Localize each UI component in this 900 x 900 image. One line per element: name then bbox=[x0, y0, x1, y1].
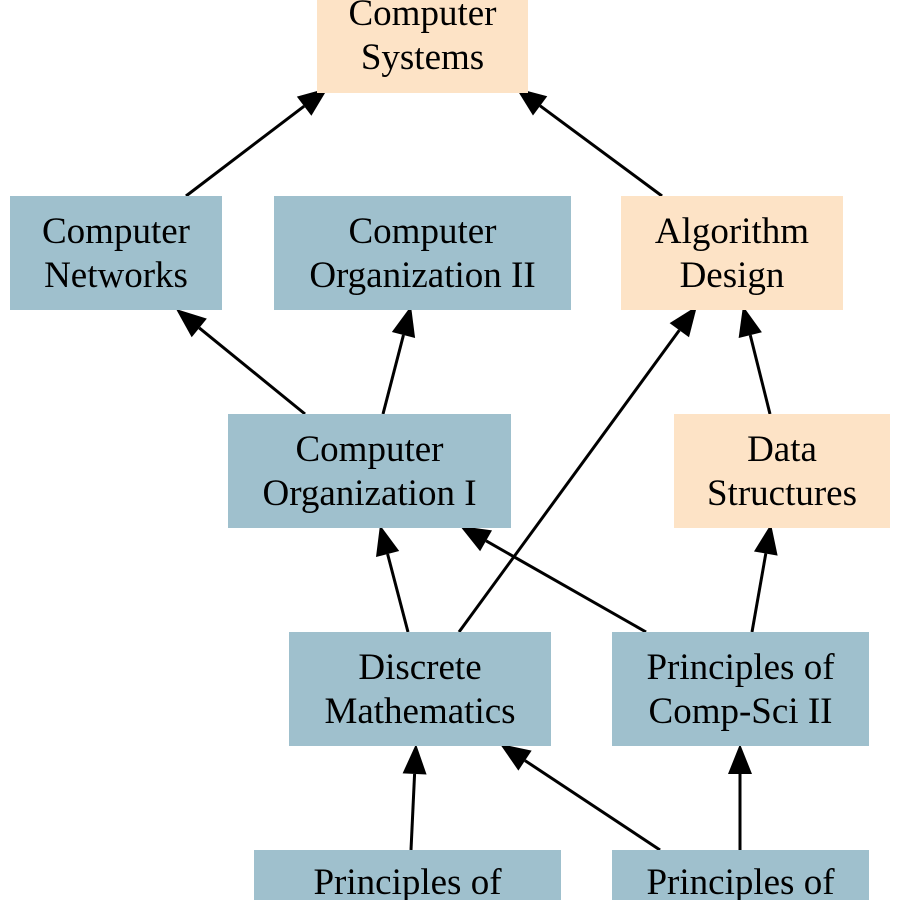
edge-line bbox=[185, 104, 306, 198]
node-label-line: Principles of bbox=[646, 647, 835, 688]
arrowhead-icon bbox=[402, 744, 427, 775]
node-label-line: Structures bbox=[707, 473, 857, 514]
node-label-line: Organization II bbox=[309, 255, 535, 296]
edge-line bbox=[539, 104, 663, 198]
node-box bbox=[10, 196, 222, 310]
node-label-line: Computer bbox=[349, 0, 497, 34]
arrowhead-icon bbox=[176, 309, 207, 338]
node-label-line: Mathematics bbox=[324, 691, 515, 732]
node-label-line: Principles of bbox=[646, 862, 835, 900]
node-label-line: Algorithm bbox=[655, 211, 809, 252]
node-box bbox=[612, 632, 869, 746]
edge-line bbox=[750, 553, 768, 633]
edge-line bbox=[485, 539, 647, 634]
edges-layer bbox=[176, 88, 778, 852]
edge-computer-organization-i-to-computer-organization-ii bbox=[381, 306, 416, 415]
node-box bbox=[228, 414, 511, 528]
arrowhead-icon bbox=[500, 744, 532, 771]
arrowhead-icon bbox=[738, 306, 762, 339]
arrowhead-icon bbox=[669, 306, 697, 338]
node-box bbox=[612, 850, 869, 900]
edge-line bbox=[198, 326, 306, 416]
edge-computer-organization-i-to-computer-networks bbox=[176, 309, 306, 416]
arrowhead-icon bbox=[728, 744, 752, 774]
node-box bbox=[674, 414, 890, 528]
arrowhead-icon bbox=[516, 88, 548, 116]
node-box bbox=[274, 196, 571, 310]
edge-line bbox=[524, 759, 661, 852]
edge-line bbox=[457, 329, 681, 633]
node-label-line: Principles of bbox=[313, 862, 502, 900]
node-principles-of-right: Principles of bbox=[612, 850, 869, 900]
edge-principles-of-right-to-discrete-mathematics bbox=[500, 744, 661, 852]
node-box bbox=[254, 850, 561, 900]
node-box bbox=[621, 196, 843, 310]
node-label-line: Comp-Sci II bbox=[649, 691, 833, 732]
edge-discrete-mathematics-to-algorithm-design bbox=[457, 306, 697, 633]
arrowhead-icon bbox=[296, 88, 328, 116]
nodes-layer: ComputerSystemsComputerNetworksComputerO… bbox=[10, 0, 890, 900]
node-label-line: Design bbox=[680, 255, 785, 296]
node-label-line: Networks bbox=[44, 255, 188, 296]
edge-line bbox=[386, 553, 410, 633]
arrowhead-icon bbox=[753, 524, 778, 556]
edge-principles-of-comp-sci-ii-to-data-structures bbox=[750, 524, 778, 633]
edge-line bbox=[748, 334, 772, 415]
edge-line bbox=[381, 334, 405, 415]
node-label-line: Organization I bbox=[262, 473, 476, 514]
arrowhead-icon bbox=[460, 526, 493, 552]
edge-discrete-mathematics-to-computer-organization-i bbox=[375, 525, 410, 633]
edge-principles-of-left-to-discrete-mathematics bbox=[402, 744, 427, 851]
node-label-line: Systems bbox=[361, 37, 484, 78]
edge-principles-of-right-to-principles-of-comp-sci-ii bbox=[728, 744, 752, 850]
edge-algorithm-design-to-computer-systems bbox=[516, 88, 663, 198]
edge-principles-of-comp-sci-ii-to-computer-organization-i bbox=[460, 526, 647, 634]
node-box bbox=[317, 0, 528, 93]
node-label-line: Discrete bbox=[358, 647, 481, 688]
node-label-line: Data bbox=[747, 429, 817, 470]
edge-data-structures-to-algorithm-design bbox=[738, 306, 772, 415]
node-box bbox=[289, 632, 551, 746]
arrowhead-icon bbox=[375, 525, 400, 558]
node-label-line: Computer bbox=[42, 211, 190, 252]
node-label-line: Computer bbox=[296, 429, 444, 470]
node-principles-of-left: Principles of bbox=[254, 850, 561, 900]
edge-line bbox=[409, 773, 417, 851]
edge-computer-networks-to-computer-systems bbox=[185, 88, 328, 198]
node-label-line: Computer bbox=[349, 211, 497, 252]
arrowhead-icon bbox=[391, 306, 416, 339]
